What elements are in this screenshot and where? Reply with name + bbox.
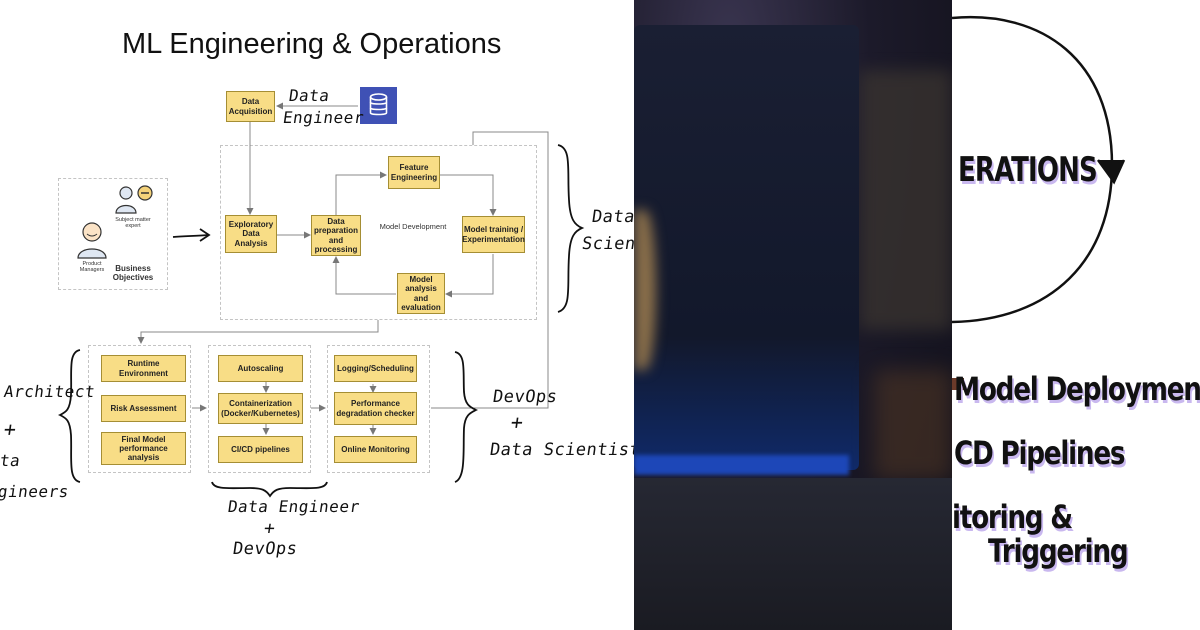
cicd-pipelines-text: CD Pipelines — [954, 434, 1126, 472]
model-deployment-text: Model Deployment — [954, 370, 1200, 408]
product-manager-icon — [77, 222, 107, 259]
arrow-analysis-to-prep — [332, 256, 396, 295]
box-feature-engineering: Feature Engineering — [388, 156, 440, 189]
hand-arrow — [172, 228, 211, 242]
brace-bottom — [211, 481, 328, 498]
hand-architect: Architect — [2, 382, 97, 401]
box-risk-assessment: Risk Assessment — [101, 395, 186, 422]
triggering-text: Triggering — [988, 532, 1129, 570]
hand-devops-right: DevOps — [491, 387, 559, 407]
box-online-monitoring: Online Monitoring — [334, 436, 417, 463]
box-logging-scheduling: Logging/Scheduling — [334, 355, 417, 382]
model-development-label: Model Development — [379, 222, 447, 231]
hand-engineer-top: Engineer — [281, 108, 366, 127]
box-cicd-pipelines: CI/CD pipelines — [218, 436, 303, 463]
box-autoscaling: Autoscaling — [218, 355, 303, 382]
box-data-preparation: Data preparation and processing — [311, 215, 361, 256]
hand-data-sci-2: Scien — [580, 234, 634, 254]
brace-right — [454, 351, 479, 483]
box-final-model-analysis: Final Model performance analysis — [101, 432, 186, 465]
runtime-group — [88, 345, 191, 473]
monitoring-group — [327, 345, 430, 473]
model-dev-group — [220, 145, 537, 320]
hand-engineers-left: gineers — [0, 482, 71, 501]
business-group — [58, 178, 168, 290]
deployment-group — [208, 345, 311, 473]
laptop-keyboard — [634, 478, 952, 630]
arrow-feedback-loop — [431, 131, 549, 409]
arrow-training-to-analysis — [445, 254, 494, 298]
laptop-photo — [634, 0, 952, 630]
brace-model-dev — [557, 144, 585, 313]
brace-left — [57, 349, 81, 483]
database-icon — [360, 87, 397, 124]
mlops-slide-panel: ERATIONS Model Deployment CD Pipelines i… — [952, 0, 1200, 630]
box-exploratory-analysis: Exploratory Data Analysis — [225, 215, 277, 253]
box-performance-checker: Performance degradation checker — [334, 392, 417, 425]
monitoring-text: itoring & — [952, 498, 1073, 536]
business-objectives-label: Business Objectives — [112, 264, 154, 282]
operations-heading: ERATIONS — [958, 150, 1098, 190]
connectors — [57, 102, 585, 498]
arrow-prep-to-feature — [335, 171, 387, 215]
hand-devops-bottom: DevOps — [231, 539, 299, 559]
pm-label: Product Managers — [79, 261, 105, 273]
hand-data-engineer-bottom: Data Engineer — [226, 497, 362, 516]
hand-data-scientist-right: Data Scientist — [488, 440, 634, 460]
hand-data-left: ta — [0, 451, 22, 470]
arrow-feature-to-training — [440, 174, 497, 216]
ml-diagram-panel: ML Engineering & Operations — [0, 28, 634, 559]
box-model-training: Model training / Experimentation — [462, 216, 525, 253]
hand-data-sci-1: Data — [590, 207, 634, 227]
arrow-dev-to-runtime — [137, 320, 379, 344]
box-containerization: Containerization (Docker/Kubernetes) — [218, 393, 303, 424]
bullet-mark — [952, 378, 964, 390]
box-data-acquisition: Data Acquisition — [226, 91, 275, 122]
laptop-screen — [634, 25, 859, 470]
box-model-analysis: Model analysis and evaluation — [397, 273, 445, 314]
diagram-title: ML Engineering & Operations — [122, 28, 502, 60]
cycle-arrow — [952, 15, 1126, 324]
box-runtime-environment: Runtime Environment — [101, 355, 186, 382]
sme-label: Subject matter expert — [115, 217, 151, 229]
sme-icon — [115, 185, 153, 214]
hand-data-top: Data — [287, 86, 331, 105]
